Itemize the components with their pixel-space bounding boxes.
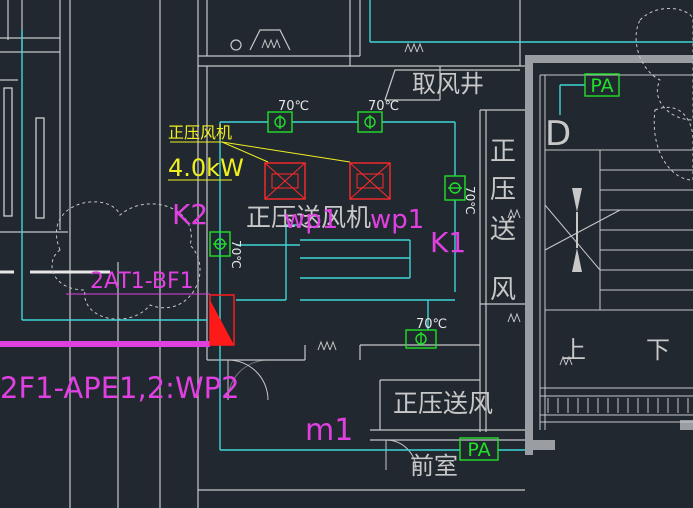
stairwell-walls (525, 55, 693, 455)
power-cable (0, 341, 210, 347)
stair-up-label: 上 (562, 336, 586, 364)
stair-letter-label: D (545, 114, 571, 154)
damper-temp-label: 70℃ (463, 186, 477, 215)
pressurized-supply-vertical-label: 正 压 送 风 (490, 137, 516, 305)
fan-tag-k2: K2 (172, 198, 208, 231)
fire-damper-icon[interactable] (405, 329, 437, 349)
duct-tag-label: 2AT1-BF1 (90, 269, 194, 294)
fire-damper-icon[interactable] (357, 111, 383, 133)
air-intake-shaft-label: 取风井 (412, 70, 484, 98)
fan-title-label: 正压风机 (168, 123, 232, 142)
plant-glyphs (261, 38, 573, 366)
damper-temp-label: 70℃ (278, 99, 309, 114)
pa-grille-top[interactable]: PA (584, 73, 620, 97)
fan-tag-k1: K1 (430, 226, 466, 259)
distribution-box (209, 294, 235, 346)
left-structure (0, 0, 199, 508)
damper-temp-label: 70℃ (229, 240, 243, 269)
fan-unit-icon[interactable] (264, 162, 306, 200)
fire-damper-icon[interactable] (267, 111, 293, 133)
damper-temp-label: 70℃ (368, 99, 399, 114)
fan-leader-lines (168, 141, 351, 181)
pa-label-top: PA (590, 75, 613, 97)
fan-desc-label: 正压送风机 (246, 203, 371, 232)
pressurized-supply-room-label: 正压送风 (393, 389, 493, 418)
inner-walls (198, 66, 525, 491)
svg-text:正: 正 (490, 137, 516, 167)
damper-temp-label: 70℃ (416, 317, 447, 332)
fan-unit-icon[interactable] (349, 162, 391, 200)
door-swings (227, 359, 417, 471)
fan-power-label: 4.0kW (168, 154, 244, 182)
fire-damper-icon[interactable] (209, 231, 231, 257)
room-m1-label: m1 (305, 413, 353, 448)
stair-down-label: 下 (646, 336, 670, 364)
stair-balusters (547, 398, 689, 413)
cable-tag-label: 2F1-APE1,2:WP2 (0, 371, 240, 405)
fan-code-label: wp1 (370, 205, 424, 235)
svg-text:压: 压 (490, 175, 516, 205)
svg-text:送: 送 (490, 215, 516, 245)
fire-damper-icon[interactable] (444, 175, 466, 201)
stairwell-lines (539, 74, 693, 430)
shrub-symbol-icon (51, 7, 693, 320)
pa-grille-bottom[interactable]: PA (459, 437, 499, 461)
fan-code-label: wp1 (284, 205, 338, 235)
supply-air-ducts (21, 0, 693, 451)
svg-text:风: 风 (490, 275, 516, 305)
top-structure (198, 0, 525, 67)
direction-arrow-icon (572, 188, 582, 272)
pa-label-bottom: PA (467, 439, 490, 461)
vestibule-label: 前室 (410, 452, 458, 480)
